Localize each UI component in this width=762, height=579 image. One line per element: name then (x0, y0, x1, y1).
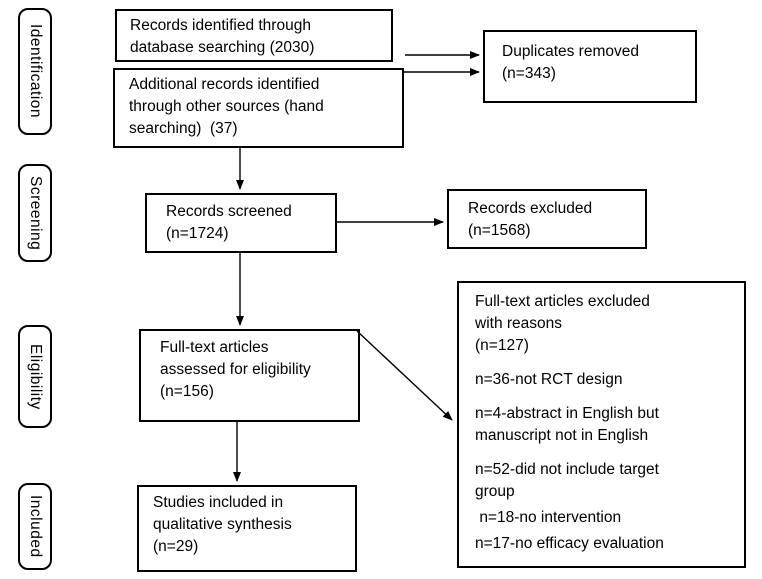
text-line: group (475, 483, 515, 500)
text-line: Full-text articles (160, 339, 269, 356)
text-line: with reasons (475, 315, 563, 332)
text-line: (n=1568) (468, 222, 531, 239)
stage-label-identification: Identification (18, 8, 52, 135)
box-duplicates-removed: Duplicates removed (n=343) (483, 30, 697, 103)
text-line: (n=343) (502, 65, 556, 82)
text-line: Records identified through (130, 17, 311, 34)
box-additional-records: Additional records identified through oth… (113, 68, 404, 148)
text-line: Duplicates removed (502, 43, 639, 60)
text-line: (n=1724) (166, 225, 229, 242)
stage-label-included: Included (18, 483, 52, 570)
text-line: Studies included in (153, 494, 284, 511)
text-line: (n=29) (153, 538, 199, 555)
text-line: qualitative synthesis (153, 516, 292, 533)
text-line: n=36-not RCT design (475, 371, 623, 388)
box-fulltext-excluded-with-reasons: Full-text articles excluded with reasons (… (457, 281, 746, 568)
text-line: Records screened (166, 203, 292, 220)
text-line: database searching (2030) (130, 39, 315, 56)
text-line: n=52-did not include target (475, 461, 659, 478)
text-line: searching) (37) (129, 120, 238, 137)
text-line: Full-text articles excluded (475, 293, 650, 310)
text-line: n=18-no intervention (475, 509, 622, 526)
arrow-fulltext-to-excluded-reasons (356, 330, 453, 421)
box-studies-included: Studies included in qualitative synthesis… (137, 485, 357, 572)
stage-label-text: Eligibility (27, 343, 44, 410)
box-records-screened: Records screened (n=1724) (145, 193, 337, 253)
stage-label-text: Screening (27, 175, 44, 251)
text-line: n=17-no efficacy evaluation (475, 535, 664, 552)
text-line: through other sources (hand (129, 98, 324, 115)
stage-label-eligibility: Eligibility (18, 325, 52, 428)
text-line: (n=156) (160, 383, 214, 400)
box-fulltext-assessed: Full-text articles assessed for eligibili… (139, 329, 360, 422)
text-line: n=4-abstract in English but (475, 405, 659, 422)
text-line: Additional records identified (129, 76, 320, 93)
text-line: manuscript not in English (475, 427, 649, 444)
text-line: (n=127) (475, 337, 529, 354)
stage-label-screening: Screening (18, 164, 52, 262)
stage-label-text: Included (27, 495, 44, 558)
box-records-identified: Records identified through database searc… (115, 9, 393, 62)
box-records-excluded: Records excluded (n=1568) (447, 189, 647, 249)
stage-label-text: Identification (27, 24, 44, 119)
text-line: assessed for eligibility (160, 361, 311, 378)
text-line: Records excluded (468, 200, 593, 217)
